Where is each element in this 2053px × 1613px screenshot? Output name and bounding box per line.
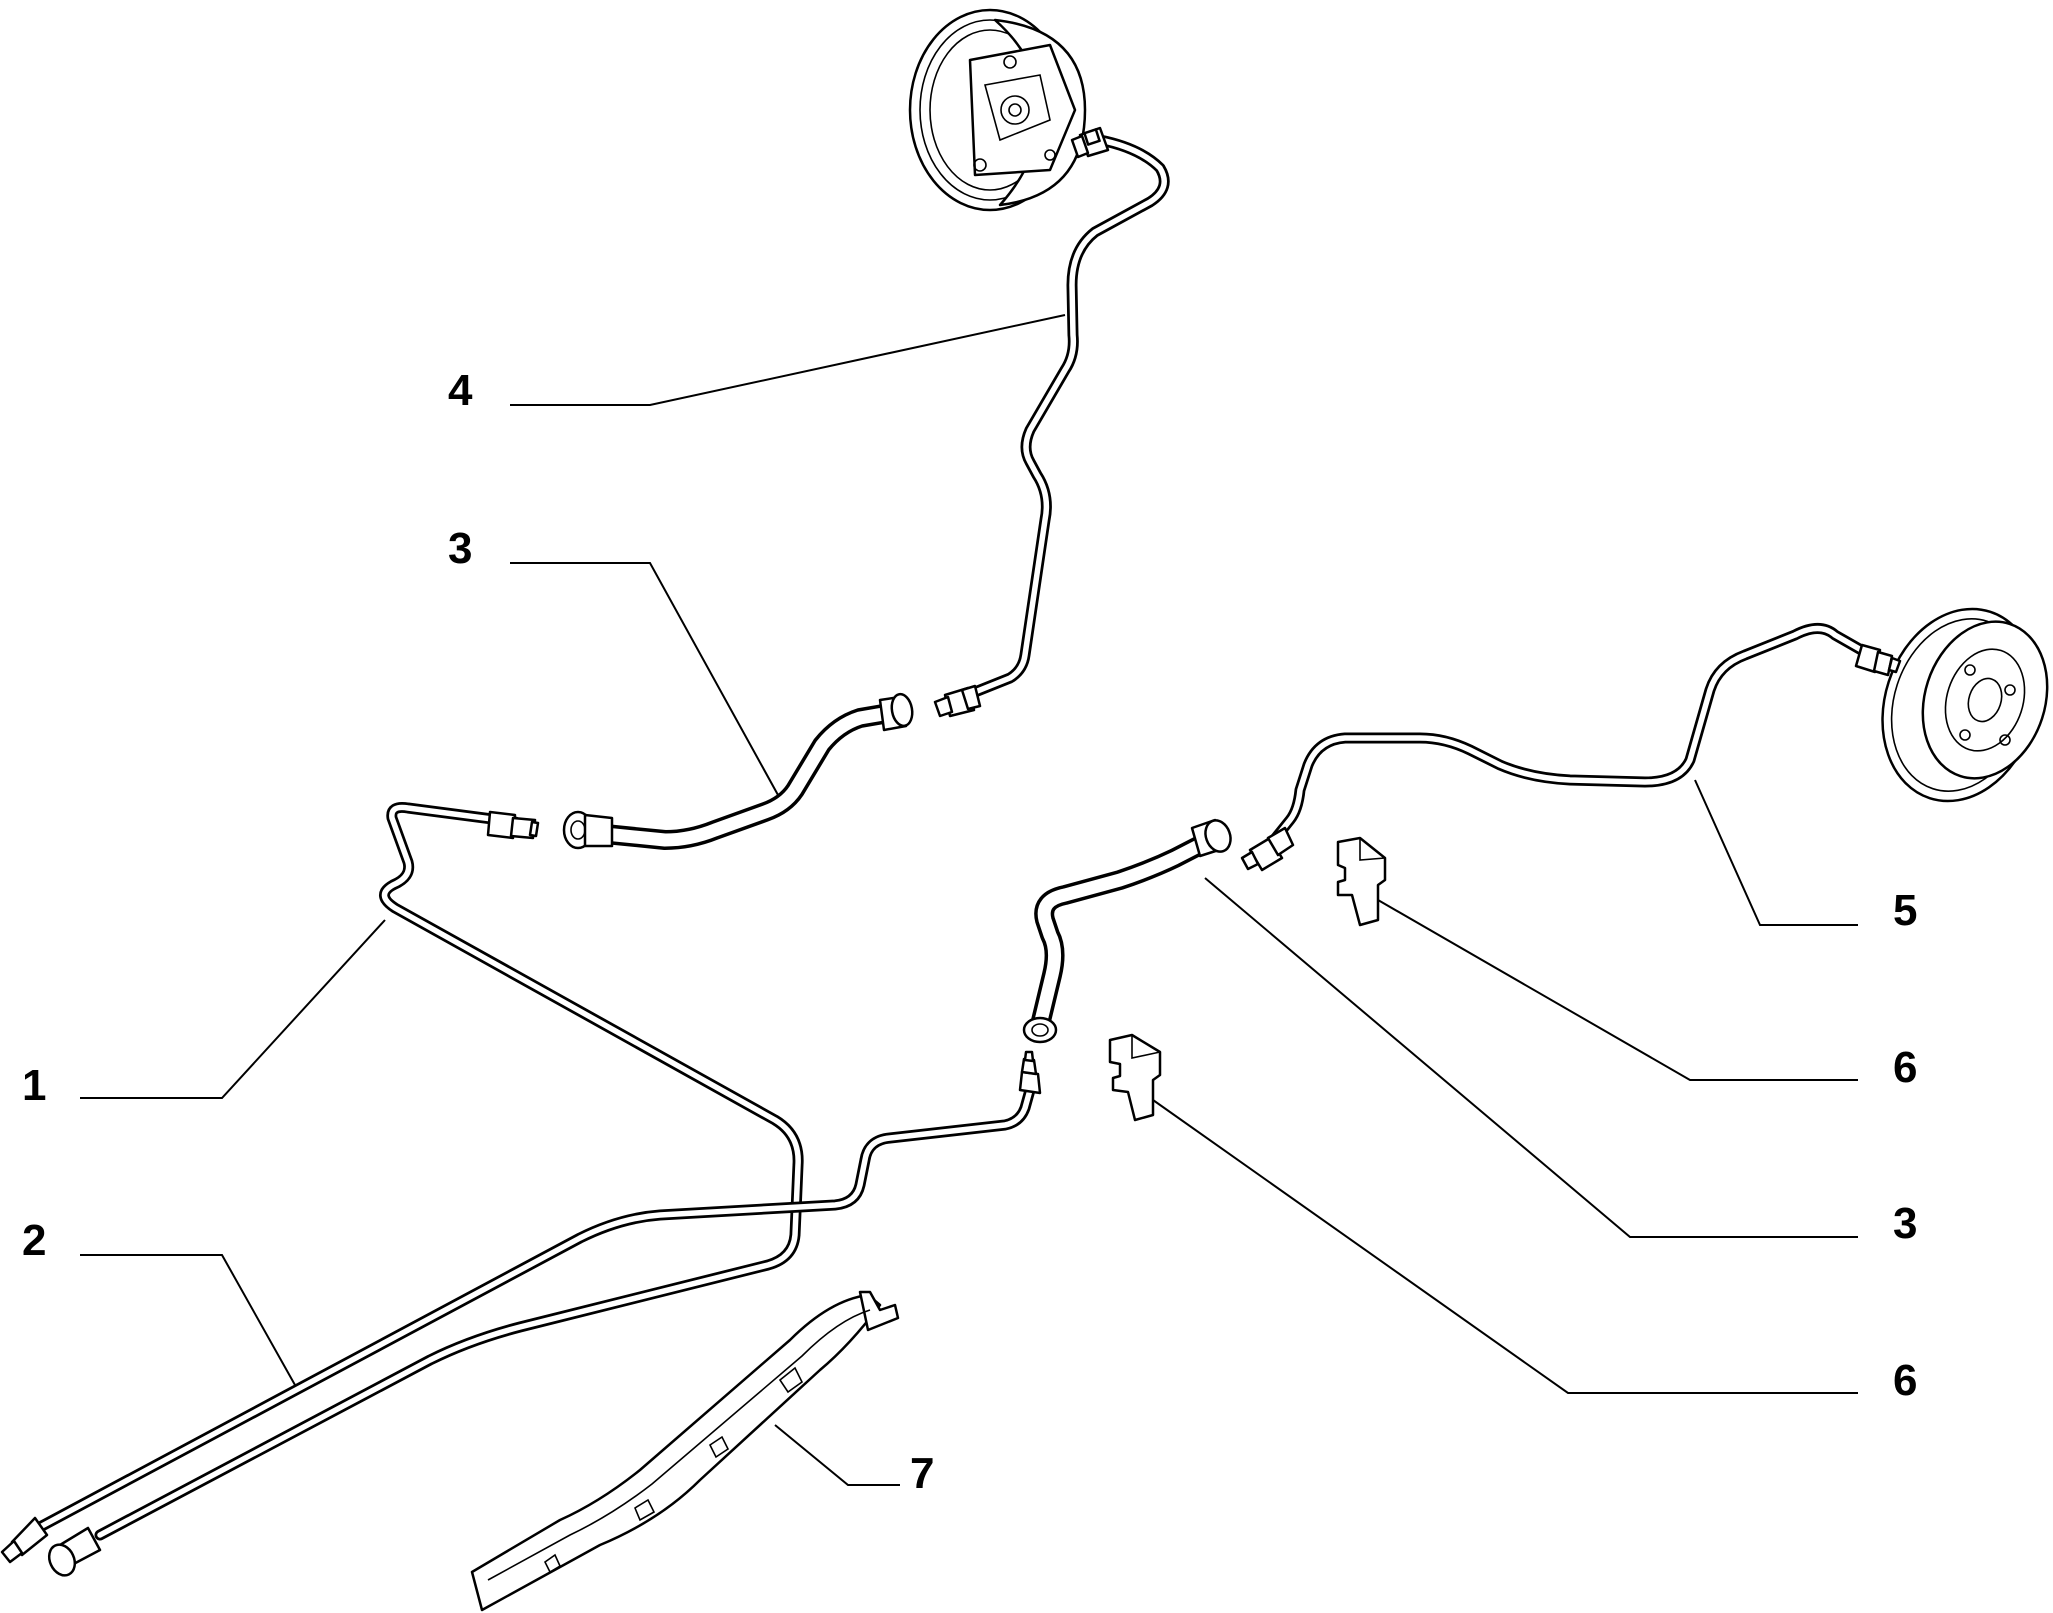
pipe-2-upper-fitting-icon xyxy=(1018,1050,1042,1095)
pipe-1-lower-fitting-icon xyxy=(47,1526,102,1577)
callout-2: 2 xyxy=(22,1216,46,1265)
pipe-1-upper-fitting-icon xyxy=(486,810,540,840)
brake-pipe-2 xyxy=(34,1084,1036,1533)
hose-3-upper-end-fittings-icon xyxy=(562,692,914,850)
brake-drum-left-icon xyxy=(908,8,1087,212)
callout-labels: 1 2 3 4 5 6 3 6 7 xyxy=(22,366,1917,1498)
pipe-4-fitting-bottom-icon xyxy=(933,684,982,718)
callout-1: 1 xyxy=(22,1061,46,1110)
pipe-guard-7-icon xyxy=(470,1290,900,1612)
callout-5: 5 xyxy=(1893,886,1917,935)
brake-pipe-5 xyxy=(1256,623,1876,861)
brake-drum-right-icon xyxy=(1881,607,2049,803)
callout-4: 4 xyxy=(448,366,473,415)
pipe-2-lower-fitting-icon xyxy=(0,1516,49,1564)
callout-6-lower: 6 xyxy=(1893,1356,1917,1405)
brake-hose-3-upper xyxy=(575,702,905,850)
brake-pipe-1 xyxy=(94,802,804,1541)
hose-3-lower-end-fittings-icon xyxy=(1022,818,1232,1044)
clip-6-upper-icon xyxy=(1336,836,1387,927)
clip-6-lower-icon xyxy=(1108,1033,1162,1122)
callout-6-upper: 6 xyxy=(1893,1043,1917,1092)
pipe-4-fitting-top-icon xyxy=(1070,126,1110,159)
brake-pipe-4 xyxy=(949,134,1170,706)
pipe-5-left-fitting-icon xyxy=(1240,826,1295,872)
brake-hose-3-lower xyxy=(1030,830,1220,1035)
callout-3-lower: 3 xyxy=(1893,1199,1917,1248)
callout-3-upper: 3 xyxy=(448,524,472,573)
callout-7: 7 xyxy=(910,1449,934,1498)
pipe-5-right-fitting-icon xyxy=(1854,643,1902,677)
callout-leaders xyxy=(80,314,1858,1486)
